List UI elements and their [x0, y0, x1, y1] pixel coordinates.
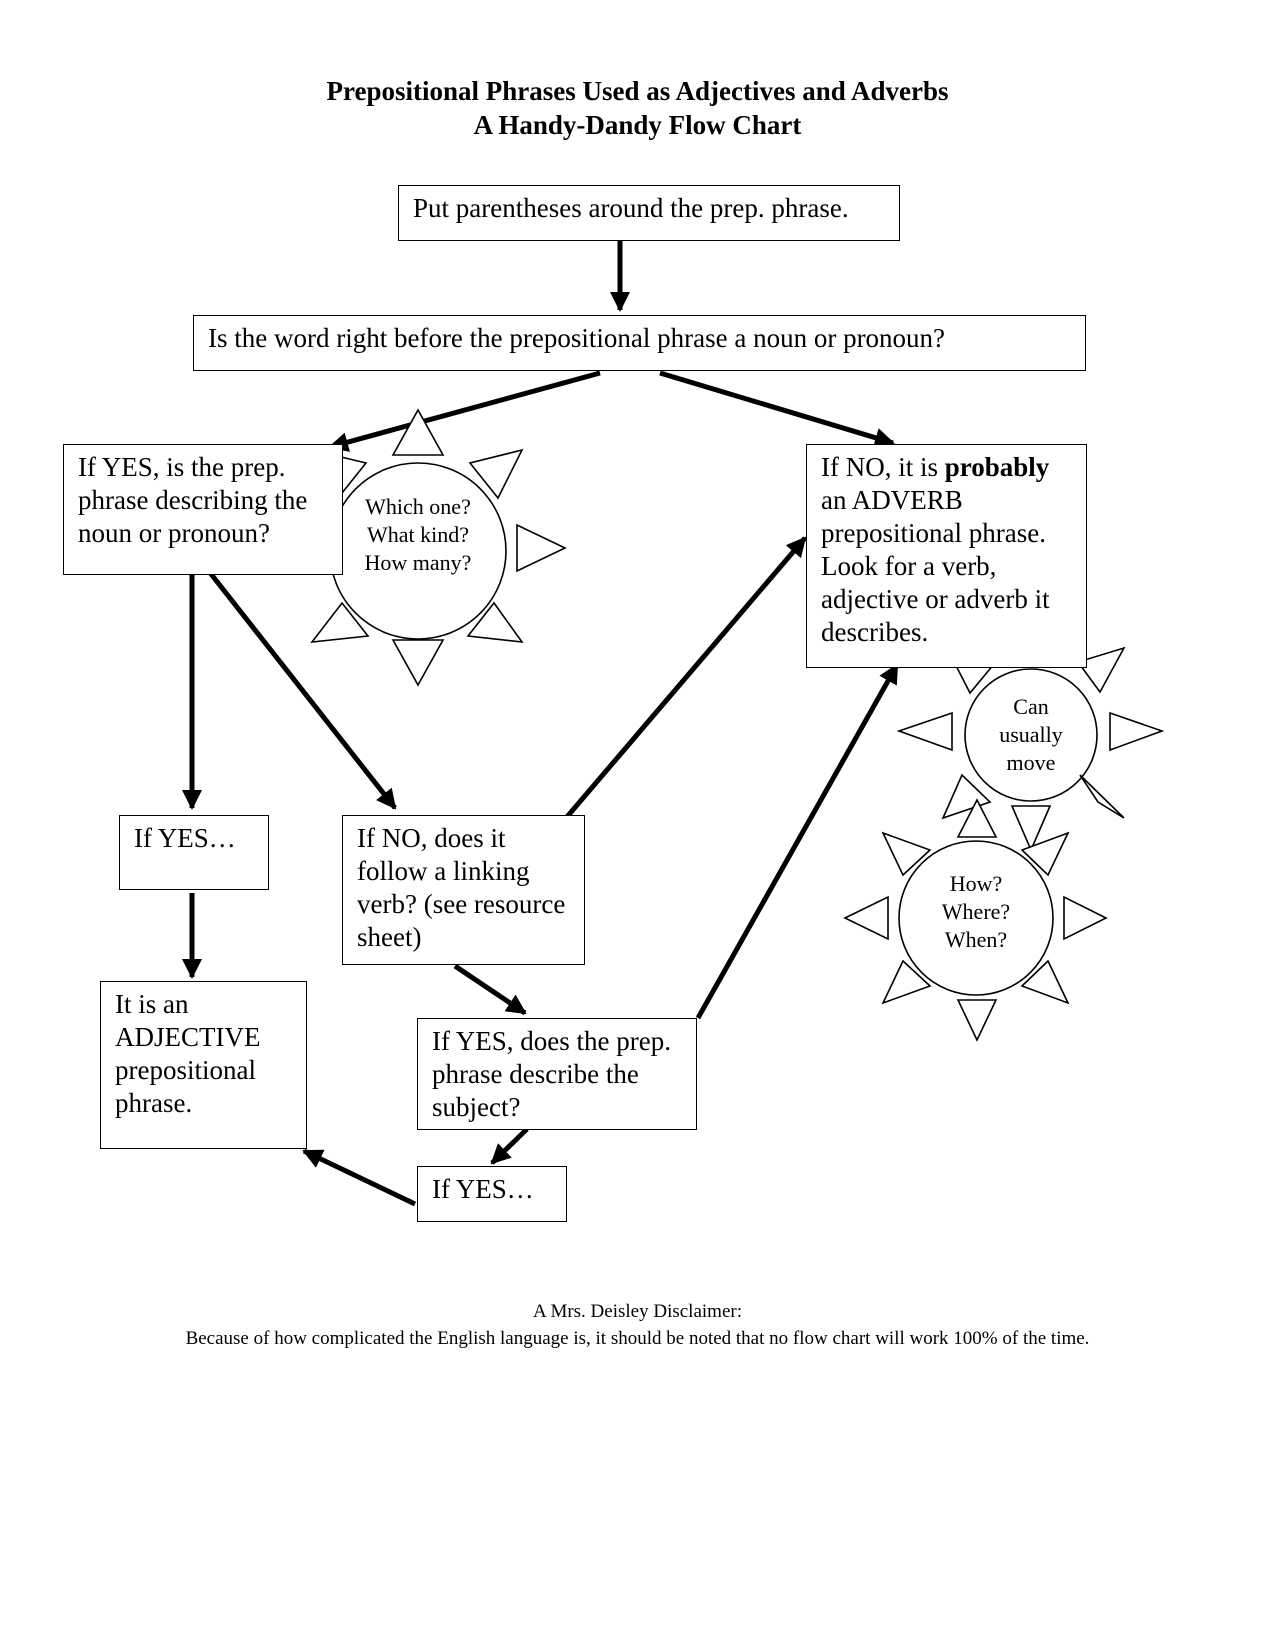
- sun-icon-adverb: [843, 798, 1108, 1042]
- if-no-adverb-text-end: an ADVERB prepositional phrase. Look for…: [821, 485, 1050, 647]
- arrow-question-to-if-yes: [328, 370, 601, 452]
- adjective-sun-text: Which one? What kind? How many?: [364, 494, 472, 575]
- if-yes-describing-box: If YES, is the prep. phrase describing t…: [63, 444, 343, 575]
- if-yes-subject-box: If YES, does the prep. phrase describe t…: [417, 1018, 697, 1130]
- title-line-2: A Handy-Dandy Flow Chart: [473, 110, 802, 140]
- if-yes-text-2: If YES…: [432, 1174, 534, 1204]
- if-yes-box-2: If YES…: [417, 1166, 567, 1222]
- title-line-1: Prepositional Phrases Used as Adjectives…: [326, 76, 949, 106]
- arrow-question-to-if-no: [659, 370, 895, 448]
- noun-question-box: Is the word right before the preposition…: [193, 315, 1086, 371]
- noun-question-text: Is the word right before the preposition…: [208, 323, 946, 353]
- arrow-linking-to-subject: [453, 963, 527, 1016]
- parentheses-step-text: Put parentheses around the prep. phrase.: [413, 193, 849, 223]
- disclaimer-heading: A Mrs. Deisley Disclaimer:: [533, 1301, 742, 1322]
- if-yes-describing-text: If YES, is the prep. phrase describing t…: [78, 452, 308, 548]
- if-yes-box-1: If YES…: [119, 815, 269, 890]
- arrow-subject-to-if-yes-2: [490, 1127, 529, 1165]
- adjective-result-box: It is an ADJECTIVE prepositional phrase.: [100, 981, 307, 1149]
- if-no-adverb-box: If NO, it is probably an ADVERB preposit…: [806, 444, 1087, 668]
- if-yes-text-1: If YES…: [134, 823, 236, 853]
- arrow-if-yes-2-to-adjective: [302, 1148, 417, 1207]
- if-no-linking-text: If NO, does it follow a linking verb? (s…: [357, 823, 566, 952]
- probably-emphasis: probably: [944, 452, 1050, 482]
- move-sun-text: Can usually move: [999, 694, 1063, 775]
- adverb-sun-text: How? Where? When?: [941, 871, 1011, 952]
- arrow-subject-to-adverb: [695, 663, 900, 1020]
- adjective-result-text: It is an ADJECTIVE prepositional phrase.: [115, 989, 261, 1118]
- arrow-linking-to-adverb: [564, 536, 807, 820]
- if-no-linking-box: If NO, does it follow a linking verb? (s…: [342, 815, 585, 965]
- parentheses-step-box: Put parentheses around the prep. phrase.: [398, 185, 900, 241]
- arrow-if-yes-to-linking: [198, 558, 397, 810]
- if-no-adverb-text-start: If NO, it is: [821, 452, 945, 482]
- sun-icon-move: [896, 611, 1165, 853]
- disclaimer-text: Because of how complicated the English l…: [185, 1328, 1090, 1349]
- if-yes-subject-text: If YES, does the prep. phrase describe t…: [432, 1026, 671, 1122]
